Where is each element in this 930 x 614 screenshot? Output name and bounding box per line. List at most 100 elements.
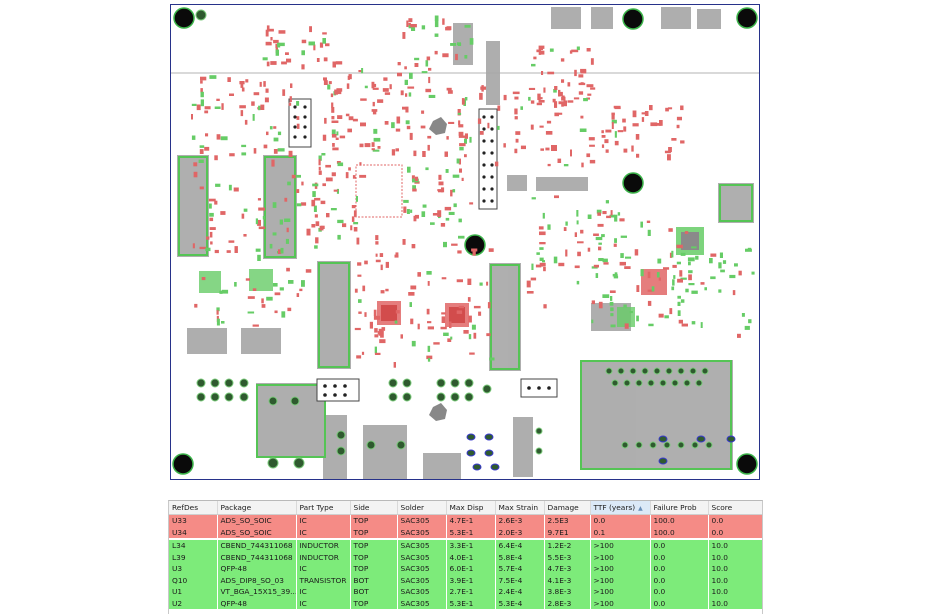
smd-pad xyxy=(512,91,520,95)
smd-pad xyxy=(514,116,518,120)
column-header-side[interactable]: Side xyxy=(350,501,398,515)
column-header-part-type[interactable]: Part Type xyxy=(296,501,351,515)
column-header-ttf-years[interactable]: TTF (years)▲ xyxy=(590,501,651,515)
cell-max-strain: 5.3E-4 xyxy=(495,597,545,609)
smd-pad xyxy=(269,28,274,32)
smd-pad xyxy=(641,112,646,115)
smd-pad xyxy=(684,231,689,234)
smd-pad xyxy=(233,187,239,192)
smd-pad xyxy=(655,123,662,126)
smd-pad xyxy=(208,198,216,202)
smd-pad xyxy=(263,144,268,149)
cell-side: BOT xyxy=(350,586,398,598)
smd-pad xyxy=(718,289,722,293)
smd-pad xyxy=(471,248,478,252)
smd-pad xyxy=(332,143,335,147)
cell-refdes: U3 xyxy=(169,563,218,575)
smd-pad xyxy=(240,82,244,88)
smd-pad xyxy=(479,92,483,100)
smd-pad xyxy=(205,133,209,137)
column-header-max-disp[interactable]: Max Disp xyxy=(446,501,496,515)
smd-pad xyxy=(531,263,534,270)
cell-side: TOP xyxy=(350,551,398,563)
smd-pad xyxy=(394,320,398,324)
smd-pad xyxy=(438,181,444,186)
smd-pad xyxy=(421,211,426,217)
column-header-max-strain[interactable]: Max Strain xyxy=(495,501,545,515)
pcb-layout-canvas[interactable] xyxy=(171,5,759,479)
smd-pad xyxy=(514,108,518,115)
smd-pad xyxy=(611,119,617,124)
smd-pad xyxy=(353,222,359,225)
smd-pad xyxy=(574,265,580,269)
column-header-refdes[interactable]: RefDes xyxy=(169,501,218,515)
cell-score: 10.0 xyxy=(708,574,762,586)
smd-pad xyxy=(393,362,396,368)
smd-pad xyxy=(244,119,248,125)
smd-pad xyxy=(469,136,472,143)
smd-pad xyxy=(374,328,378,333)
smd-pad xyxy=(253,148,257,154)
smd-pad xyxy=(580,68,587,73)
smd-pad xyxy=(277,249,282,254)
smd-pad xyxy=(369,321,373,329)
smd-pad xyxy=(464,154,467,158)
smd-pad xyxy=(377,146,381,149)
smd-pad xyxy=(434,50,438,55)
smd-pad xyxy=(467,297,471,302)
cell-failure-prob: 0.0 xyxy=(650,574,709,586)
smd-pad xyxy=(463,330,469,334)
smd-pad xyxy=(667,154,671,161)
smd-pad xyxy=(573,97,580,100)
smd-pad xyxy=(732,290,736,296)
smd-pad xyxy=(315,237,319,244)
smd-pad xyxy=(391,122,395,129)
smd-pad xyxy=(209,231,213,238)
smd-pad xyxy=(372,149,380,152)
smd-pad xyxy=(457,42,461,46)
cell-score: 10.0 xyxy=(708,551,762,563)
smd-pad xyxy=(372,87,379,90)
column-header-package[interactable]: Package xyxy=(217,501,297,515)
column-header-solder[interactable]: Solder xyxy=(397,501,447,515)
smd-pad xyxy=(481,85,484,92)
column-header-label: Failure Prob xyxy=(653,503,697,512)
smd-pad xyxy=(448,121,455,124)
smd-pad xyxy=(664,150,671,154)
mounting-hole-icon xyxy=(173,7,195,29)
smd-pad xyxy=(270,37,273,41)
smd-pad xyxy=(402,32,406,39)
column-header-damage[interactable]: Damage xyxy=(544,501,591,515)
smd-pad xyxy=(445,217,450,221)
smd-pad xyxy=(497,105,501,111)
smd-pad xyxy=(209,227,216,230)
column-header-score[interactable]: Score xyxy=(708,501,762,515)
column-header-label: Side xyxy=(353,503,370,512)
smd-pad xyxy=(514,148,518,154)
column-header-failure-prob[interactable]: Failure Prob xyxy=(650,501,709,515)
smd-pad xyxy=(428,67,432,71)
pcb-board-view[interactable] xyxy=(170,4,760,480)
smd-pad xyxy=(672,279,675,286)
smd-pad xyxy=(580,115,584,119)
smd-pad xyxy=(609,214,615,218)
smd-pad xyxy=(325,177,333,182)
smd-pad xyxy=(444,151,448,157)
smd-pad xyxy=(322,32,327,35)
smd-pad xyxy=(457,250,462,254)
smd-pad xyxy=(320,225,325,229)
smd-pad xyxy=(335,90,342,95)
smd-pad xyxy=(452,189,456,193)
smd-pad xyxy=(411,27,416,31)
smd-pad xyxy=(331,116,335,120)
smd-pad xyxy=(479,131,484,135)
